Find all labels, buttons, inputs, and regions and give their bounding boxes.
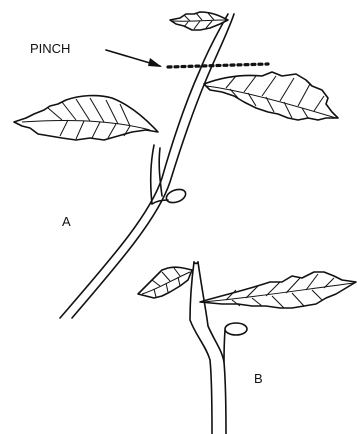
figure-b: B <box>138 262 356 434</box>
stem-b-cut-end <box>225 323 247 335</box>
leaf-b-left <box>138 267 192 298</box>
stem-a-right-edge <box>72 14 234 318</box>
stem-b-tip <box>194 262 198 264</box>
pinch-line <box>168 64 268 67</box>
stem-a-cut-end <box>165 187 188 205</box>
pinch-arrowhead <box>148 58 162 67</box>
figure-b-label: B <box>254 371 263 386</box>
figure-a-label: A <box>62 214 71 229</box>
leaf-a-left <box>14 96 158 140</box>
stem-a-cut-stub <box>151 145 154 204</box>
pinch-label: PINCH <box>30 41 70 56</box>
stem-b-left-edge <box>190 262 212 434</box>
stem-a-left-edge <box>60 14 228 318</box>
